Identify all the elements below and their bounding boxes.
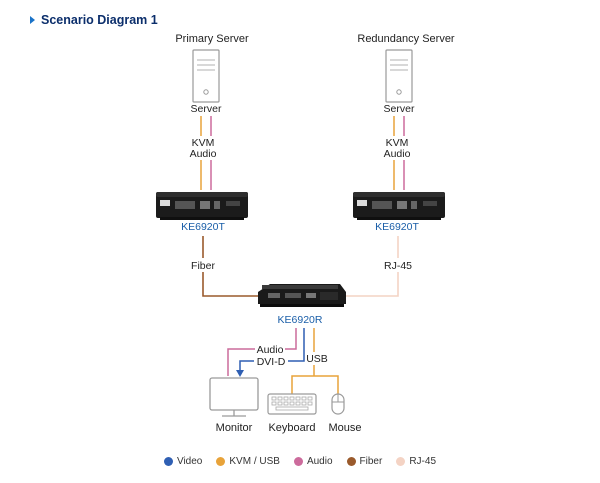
monitor-label: Monitor: [216, 422, 253, 434]
usb-split-cable: [291, 375, 339, 394]
section-title: Scenario Diagram 1: [41, 13, 158, 27]
fiber-dot-icon: [346, 457, 356, 466]
primary-server-title: Primary Server: [175, 33, 249, 45]
legend: Video KVM / USB Audio Fiber RJ-45: [0, 456, 600, 467]
audio-link-label: Audio: [257, 344, 284, 356]
legend-item-video: Video: [163, 456, 203, 467]
dvi-link-label: DVI-D: [257, 356, 286, 368]
legend-label-audio: Audio: [306, 456, 333, 467]
mouse-icon: [331, 393, 345, 415]
legend-item-fiber: Fiber: [346, 456, 383, 467]
rj45-dot-icon: [396, 457, 406, 466]
redundancy-audio-label: Audio: [384, 148, 411, 160]
kvm-usb-dot-icon: [216, 457, 226, 466]
redundancy-kvm-label: KVM: [386, 137, 409, 149]
keyboard-label: Keyboard: [268, 422, 315, 434]
legend-label-kvm-usb: KVM / USB: [229, 456, 280, 467]
legend-label-rj45: RJ-45: [409, 456, 437, 467]
monitor-icon: [209, 377, 259, 417]
redundancy-server-label: Server: [384, 103, 415, 115]
primary-audio-label: Audio: [190, 148, 217, 160]
keyboard-icon: [267, 393, 317, 415]
receiver-label: KE6920R: [278, 314, 323, 326]
legend-item-audio: Audio: [293, 456, 333, 467]
usb-link-label: USB: [306, 353, 328, 365]
rj45-cable: [342, 236, 399, 297]
triangle-bullet-icon: [30, 16, 35, 24]
redundancy-server-icon: [385, 49, 413, 103]
redundancy-transmitter-label: KE6920T: [375, 221, 419, 233]
audio-dot-icon: [293, 457, 303, 466]
legend-label-fiber: Fiber: [359, 456, 383, 467]
receiver-device: [258, 284, 346, 307]
fiber-label: Fiber: [191, 260, 215, 272]
primary-server-label: Server: [191, 103, 222, 115]
rj45-label: RJ-45: [384, 260, 412, 272]
mouse-label: Mouse: [328, 422, 361, 434]
video-dot-icon: [163, 457, 173, 466]
redundancy-transmitter-device: [353, 192, 445, 220]
primary-kvm-label: KVM: [192, 137, 215, 149]
primary-transmitter-label: KE6920T: [181, 221, 225, 233]
legend-item-rj45: RJ-45: [396, 456, 436, 467]
section-heading: Scenario Diagram 1: [30, 13, 158, 27]
primary-server-icon: [192, 49, 220, 103]
redundancy-server-title: Redundancy Server: [357, 33, 455, 45]
primary-transmitter-device: [156, 192, 248, 220]
legend-item-kvm-usb: KVM / USB: [216, 456, 280, 467]
video-arrow-icon: [236, 370, 244, 377]
legend-label-video: Video: [176, 456, 203, 467]
fiber-cable: [202, 236, 262, 297]
